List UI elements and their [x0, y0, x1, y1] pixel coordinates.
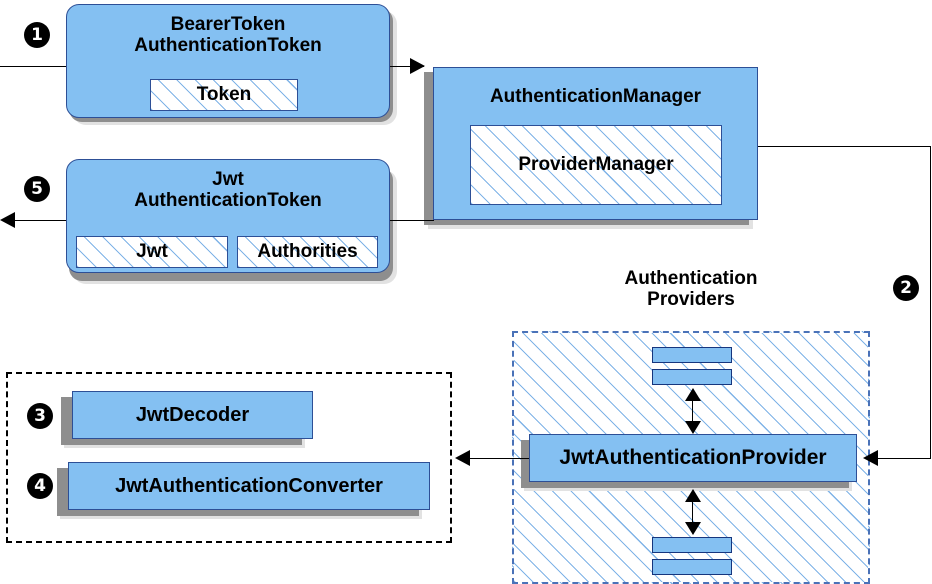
arrowhead-step5-outbound	[0, 212, 15, 228]
arrowhead-provider-to-support	[455, 450, 470, 466]
flow-line-step1-inbound	[0, 66, 68, 67]
arrowhead-bearer-to-manager	[410, 58, 425, 74]
flow-line-manager-right	[758, 146, 930, 147]
step-badge-2: 2	[893, 275, 919, 301]
bearer-token-title-line1: BearerToken	[170, 14, 286, 35]
jwt-authentication-converter-label: JwtAuthenticationConverter	[115, 474, 383, 497]
node-jwt-decoder[interactable]: JwtDecoder	[72, 391, 313, 439]
jwt-decoder-label: JwtDecoder	[135, 403, 250, 426]
arrowhead-provider-bottom-up	[685, 489, 701, 502]
provider-link-line-top	[692, 394, 693, 428]
step-badge-1: 1	[24, 22, 50, 48]
jwt-token-title-line1: Jwt	[212, 169, 244, 190]
step-badge-5: 5	[24, 176, 50, 202]
flow-line-manager-to-jwt-token	[390, 220, 434, 221]
authentication-providers-title: Authentication Providers	[512, 268, 870, 311]
flow-line-into-provider	[876, 458, 930, 459]
jwt-authentication-provider-label: JwtAuthenticationProvider	[559, 446, 827, 470]
authentication-providers-title-line1: Authentication	[624, 268, 758, 289]
support-components-container	[6, 372, 452, 543]
authentication-providers-title-line2: Providers	[647, 289, 735, 311]
provider-placeholder-bar-top-2	[652, 369, 732, 385]
arrowhead-provider-top-down	[685, 421, 701, 434]
step-badge-4: 4	[27, 473, 53, 499]
jwt-token-title-line2: AuthenticationToken	[134, 190, 322, 212]
flow-line-provider-to-support	[468, 458, 530, 459]
flow-line-step5-outbound	[12, 220, 68, 221]
arrowhead-into-provider	[863, 450, 878, 466]
flow-line-right-down	[930, 146, 931, 459]
arrowhead-provider-bottom-down	[685, 522, 701, 535]
step-badge-3: 3	[27, 403, 53, 429]
provider-placeholder-bar-top-1	[652, 347, 732, 363]
flow-line-bearer-to-manager	[390, 66, 424, 67]
bearer-token-title-line2: AuthenticationToken	[134, 35, 322, 57]
node-jwt-authentication-provider[interactable]: JwtAuthenticationProvider	[529, 434, 857, 482]
jwt-token-slot-jwt: Jwt	[76, 236, 228, 268]
provider-placeholder-bar-bottom-2	[652, 559, 732, 575]
node-jwt-authentication-converter[interactable]: JwtAuthenticationConverter	[68, 462, 430, 510]
arrowhead-provider-top-up	[685, 388, 701, 401]
authentication-manager-slot-provider-manager: ProviderManager	[470, 125, 722, 205]
jwt-token-slot-authorities: Authorities	[237, 236, 378, 268]
provider-link-line-bottom	[692, 495, 693, 529]
authentication-manager-title: AuthenticationManager	[489, 86, 702, 107]
provider-placeholder-bar-bottom-1	[652, 537, 732, 553]
bearer-token-slot-token: Token	[150, 79, 298, 111]
